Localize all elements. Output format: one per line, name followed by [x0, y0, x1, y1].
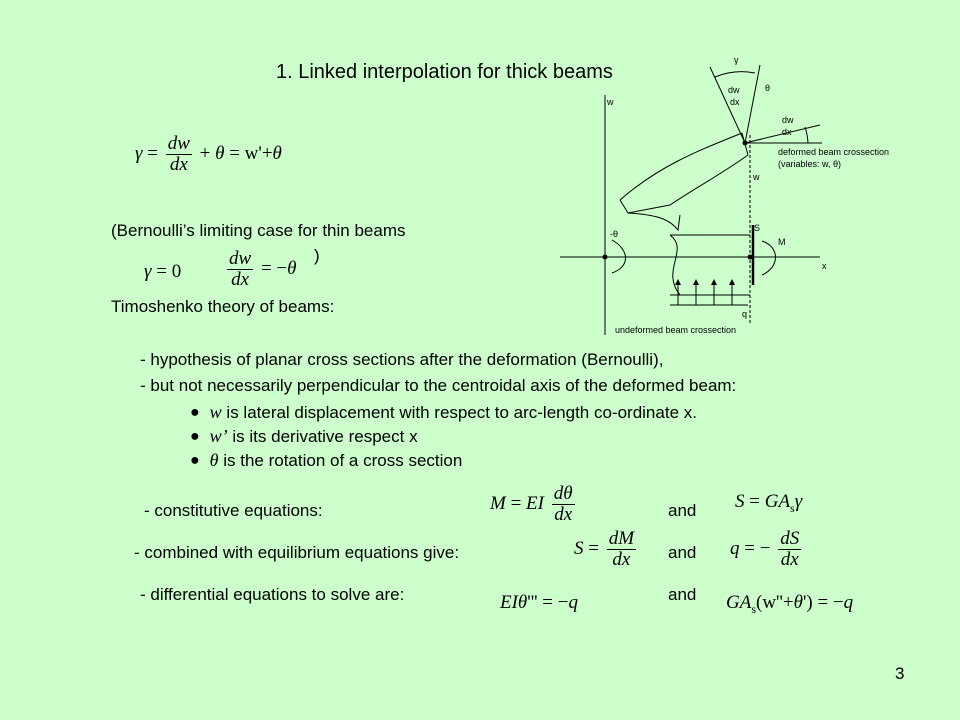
bullet-item: ● w’ is its derivative respect x: [190, 426, 418, 447]
bullet-text: is its derivative respect x: [227, 427, 418, 446]
bullet-symbol: w’: [209, 426, 228, 446]
dw-label-top: dw: [728, 85, 740, 95]
bullet-dot-icon: ●: [190, 403, 200, 421]
w-axis-label: w: [606, 97, 614, 107]
shear-differential-equation: GAs(w''+θ') = −q: [726, 592, 854, 616]
gamma-zero-equation: γ = 0: [144, 261, 182, 282]
s-label: S: [754, 223, 760, 233]
slide-title: 1. Linked interpolation for thick beams: [276, 61, 613, 83]
constitutive-label: - constitutive equations:: [144, 501, 323, 520]
bernoulli-close-paren: ): [314, 246, 320, 265]
m-label: M: [778, 237, 786, 247]
bullet-dot-icon: ●: [190, 427, 200, 445]
bullet-text: is the rotation of a cross section: [218, 451, 463, 470]
and-word: and: [668, 543, 697, 562]
variables-label: (variables: w, θ): [778, 159, 841, 169]
bullet-item: ● θ is the rotation of a cross section: [190, 450, 462, 471]
x-axis-label: x: [822, 261, 827, 271]
bullet-symbol: w: [209, 402, 222, 422]
bullet-symbol: θ: [209, 450, 219, 470]
deformed-label: deformed beam crossection: [778, 147, 889, 157]
q-label: q: [742, 309, 747, 319]
bullet-item: ● w is lateral displacement with respect…: [190, 402, 697, 423]
hypothesis-line-2: - but not necessarily perpendicular to t…: [140, 376, 737, 395]
bullet-text: is lateral displacement with respect to …: [221, 403, 697, 422]
timoshenko-heading: Timoshenko theory of beams:: [111, 297, 335, 316]
equilibrium-label: - combined with equilibrium equations gi…: [134, 543, 460, 562]
minus-theta-label: -θ: [610, 229, 618, 239]
dx-label-side: dx: [782, 127, 792, 137]
and-word: and: [668, 501, 697, 520]
bending-differential-equation: EIθ''' = −q: [500, 592, 578, 613]
differential-label: - differential equations to solve are:: [140, 585, 405, 604]
dx-label-top: dx: [730, 97, 740, 107]
shear-force-equation: S = GAsγ: [735, 491, 803, 515]
dw-label-side: dw: [782, 115, 794, 125]
hypothesis-line-1: - hypothesis of planar cross sections af…: [140, 350, 664, 369]
theta-label: θ: [765, 83, 770, 93]
gamma-label: γ: [734, 55, 739, 65]
and-word: and: [668, 585, 697, 604]
page-number: 3: [895, 664, 905, 683]
bernoulli-note: (Bernoulli’s limiting case for thin beam…: [111, 221, 406, 240]
beam-deformation-diagram: w w x γ θ dw dx dw dx deformed beam cros…: [560, 55, 889, 335]
bullet-dot-icon: ●: [190, 451, 200, 469]
w-small-label: w: [752, 172, 760, 182]
undeformed-label: undeformed beam crossection: [615, 325, 736, 335]
